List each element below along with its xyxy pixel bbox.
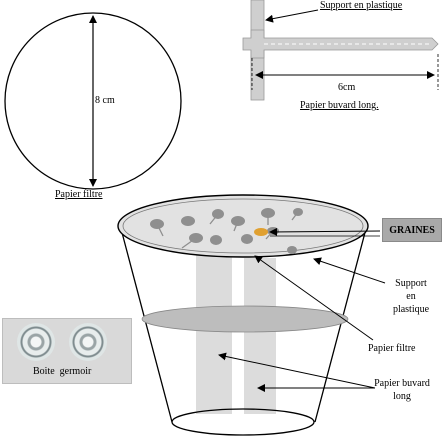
blotting-strip-body <box>242 29 439 59</box>
seed <box>287 246 297 254</box>
blotting-line-1: Papier buvard <box>374 378 430 389</box>
germinator-photo: Boite germoir <box>2 318 132 384</box>
support-line-3: plastique <box>392 304 430 315</box>
blotting-line-2: long <box>393 391 411 402</box>
filter-paper-figure <box>4 12 182 190</box>
support-arrow <box>313 257 386 284</box>
cup-support-label: Support en plastique <box>386 277 436 316</box>
hanging-strip-right <box>244 258 276 414</box>
strip-length-label: 6cm <box>338 82 356 93</box>
germination-cup <box>117 194 386 436</box>
seed <box>181 216 195 226</box>
cup-filter-label: Papier filtre <box>368 343 416 354</box>
filter-diameter-label: 8 cm <box>95 95 115 106</box>
graines-label: GRAINES <box>389 224 435 236</box>
graines-label-box: GRAINES <box>382 218 442 242</box>
germinator-caption: Boite germoir <box>33 366 92 377</box>
cup-bottom <box>171 408 315 436</box>
hanging-strip-left <box>196 254 232 414</box>
blotting-strip-figure <box>242 0 439 101</box>
blotting-strip-caption: Papier buvard long. <box>300 100 379 111</box>
cup-rim <box>117 194 369 258</box>
graines-arrow <box>269 227 381 236</box>
filter-arrow <box>254 255 374 341</box>
support-line-1: Support <box>395 278 427 289</box>
middle-disc <box>141 305 349 333</box>
support-line-2: en <box>406 291 416 302</box>
filter-paper-caption: Papier filtre <box>55 189 103 200</box>
blotting-arrow-1 <box>218 352 376 389</box>
cup-blotting-label: Papier buvard long <box>364 377 440 403</box>
petri-dish-left <box>17 323 55 361</box>
seed <box>241 234 253 244</box>
strip-support-label: Support en plastique <box>320 0 403 11</box>
support-pointer-arrow <box>265 9 319 23</box>
highlighted-seed <box>254 228 268 236</box>
petri-dish-right <box>69 323 107 361</box>
seed <box>210 235 222 245</box>
